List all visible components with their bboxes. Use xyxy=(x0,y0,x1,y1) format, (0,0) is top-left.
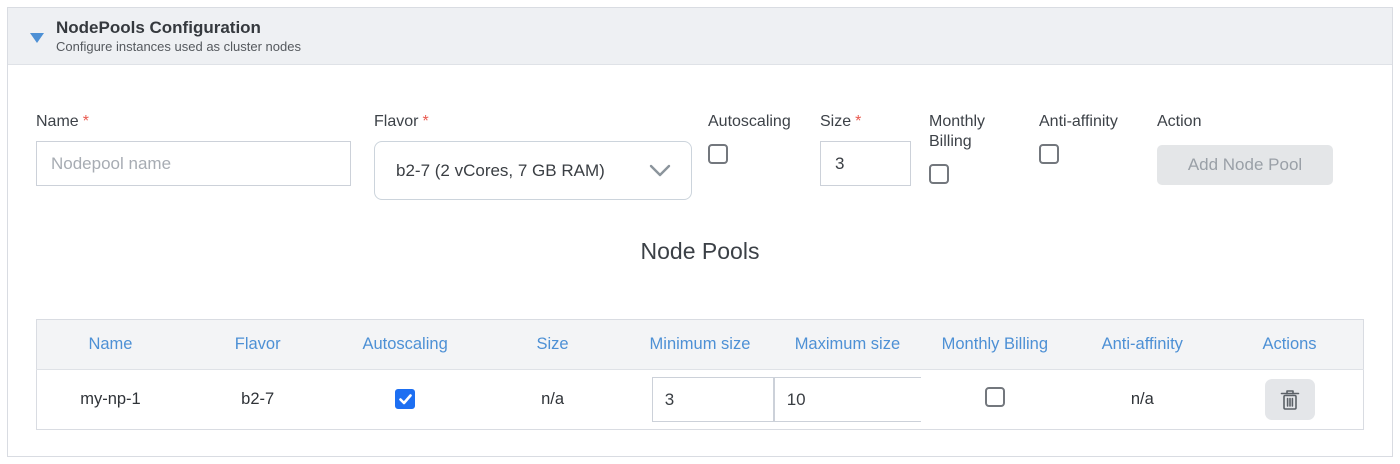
col-header-autoscaling: Autoscaling xyxy=(331,319,479,370)
flavor-label: Flavor* xyxy=(374,113,429,130)
node-pools-table: Name Flavor Autoscaling Size Minimum siz… xyxy=(36,319,1364,430)
check-icon xyxy=(398,393,412,405)
section-content: Name* Flavor* b2-7 (2 vCores, 7 GB RAM) … xyxy=(8,65,1392,456)
node-pools-title: Node Pools xyxy=(640,238,760,264)
flavor-field-group: Flavor* b2-7 (2 vCores, 7 GB RAM) xyxy=(374,112,692,200)
page-subtitle: Configure instances used as cluster node… xyxy=(56,39,301,54)
collapse-caret-icon[interactable] xyxy=(30,33,44,43)
monthly-billing-label: Monthly Billing xyxy=(929,113,986,150)
page-title: NodePools Configuration xyxy=(56,18,261,37)
col-header-maximum-size: Maximum size xyxy=(773,319,922,370)
cell-size: n/a xyxy=(478,369,627,430)
cell-anti-affinity: n/a xyxy=(1068,369,1216,430)
cell-maximum-size xyxy=(773,369,922,430)
row-min-size-input[interactable] xyxy=(651,377,774,422)
cell-name: my-np-1 xyxy=(36,369,184,430)
row-autoscaling-checkbox[interactable] xyxy=(395,389,416,410)
row-max-size-input[interactable] xyxy=(773,377,922,422)
delete-nodepool-button[interactable] xyxy=(1264,379,1315,420)
col-header-anti-affinity: Anti-affinity xyxy=(1068,319,1216,370)
size-field-group: Size* xyxy=(820,112,911,186)
col-header-size: Size xyxy=(478,319,627,370)
chevron-down-icon xyxy=(649,164,671,177)
col-header-monthly-billing: Monthly Billing xyxy=(921,319,1069,370)
monthly-billing-field-group: Monthly Billing xyxy=(929,112,1017,184)
name-field-group: Name* xyxy=(36,112,351,186)
col-header-minimum-size: Minimum size xyxy=(626,319,774,370)
table-row: my-np-1 b2-7 n/a xyxy=(36,369,1364,430)
required-asterisk: * xyxy=(82,113,89,130)
cell-flavor: b2-7 xyxy=(183,369,332,430)
anti-affinity-field-group: Anti-affinity xyxy=(1039,112,1139,164)
trash-icon xyxy=(1280,389,1299,410)
col-header-name: Name xyxy=(36,319,184,370)
section-header[interactable]: NodePools Configuration Configure instan… xyxy=(8,8,1392,65)
cell-monthly-billing xyxy=(921,369,1069,430)
autoscaling-label: Autoscaling xyxy=(708,113,791,130)
col-header-flavor: Flavor xyxy=(183,319,332,370)
flavor-selected-value: b2-7 (2 vCores, 7 GB RAM) xyxy=(396,160,605,180)
add-node-pool-button[interactable]: Add Node Pool xyxy=(1157,145,1333,185)
action-field-group: Action Add Node Pool xyxy=(1157,112,1333,185)
anti-affinity-checkbox[interactable] xyxy=(1039,144,1059,164)
autoscaling-field-group: Autoscaling xyxy=(708,112,806,164)
autoscaling-checkbox[interactable] xyxy=(708,144,728,164)
cell-actions xyxy=(1216,369,1364,430)
section-header-text: NodePools Configuration Configure instan… xyxy=(56,17,301,55)
flavor-select[interactable]: b2-7 (2 vCores, 7 GB RAM) xyxy=(374,141,692,200)
row-monthly-billing-checkbox[interactable] xyxy=(984,387,1005,407)
action-label: Action xyxy=(1157,113,1202,130)
monthly-billing-checkbox[interactable] xyxy=(929,164,949,184)
size-label: Size* xyxy=(820,113,862,130)
nodepool-name-input[interactable] xyxy=(36,141,351,186)
cell-autoscaling xyxy=(331,369,479,430)
required-asterisk: * xyxy=(855,113,862,130)
col-header-actions: Actions xyxy=(1216,319,1364,370)
size-input[interactable] xyxy=(820,141,911,186)
new-nodepool-form: Name* Flavor* b2-7 (2 vCores, 7 GB RAM) … xyxy=(36,112,1364,200)
name-label: Name* xyxy=(36,113,89,130)
cell-minimum-size xyxy=(626,369,774,430)
required-asterisk: * xyxy=(422,113,429,130)
anti-affinity-label: Anti-affinity xyxy=(1039,113,1118,130)
nodepools-configuration-panel: NodePools Configuration Configure instan… xyxy=(7,7,1393,457)
table-header: Name Flavor Autoscaling Size Minimum siz… xyxy=(36,319,1364,370)
